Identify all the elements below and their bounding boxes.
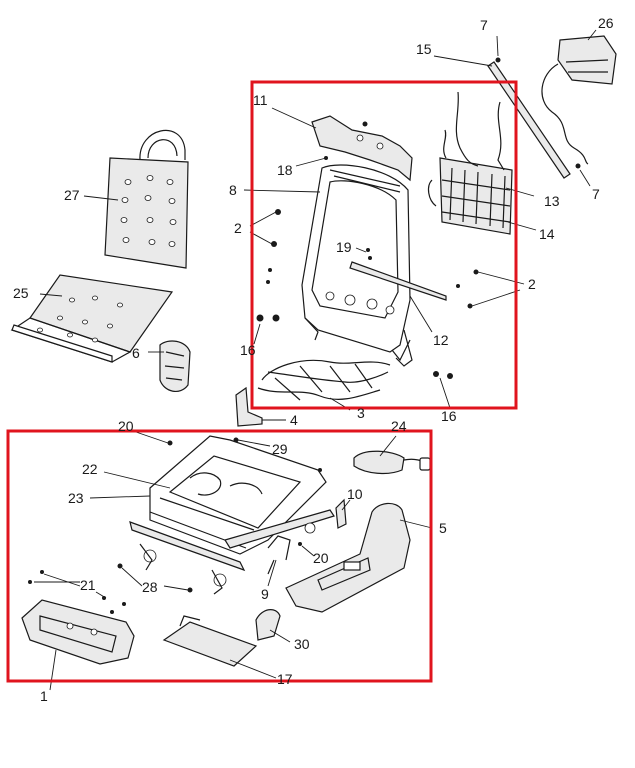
callout-20: 20	[118, 418, 134, 434]
callout-16: 16	[240, 342, 256, 358]
part-25-cushion-pad	[10, 274, 174, 363]
callout-16: 16	[441, 408, 457, 424]
callout-28: 28	[142, 579, 158, 595]
callout-15: 15	[416, 41, 432, 57]
callout-11: 11	[253, 92, 268, 108]
callout-27: 27	[64, 187, 80, 203]
callout-30: 30	[294, 636, 310, 652]
callout-21: 21	[80, 577, 96, 593]
callout-26: 26	[598, 15, 614, 31]
highlight-box-seat-base	[6, 429, 433, 683]
part-4-bracket	[235, 386, 263, 427]
callout-24: 24	[391, 418, 407, 434]
fasteners	[28, 57, 581, 614]
part-14-lumbar-mat	[427, 157, 513, 235]
callout-4: 4	[290, 412, 298, 428]
part-24-switch	[353, 450, 431, 475]
callout-14: 14	[539, 226, 555, 242]
part-5-side-trim	[285, 502, 411, 613]
part-10-bracket	[335, 498, 347, 529]
highlight-box-seatback	[250, 80, 518, 410]
part-22-seat-adjuster	[129, 435, 335, 595]
callout-9: 9	[261, 586, 269, 602]
part-9-bracket	[267, 535, 291, 575]
callout-18: 18	[277, 162, 293, 178]
callout-5: 5	[439, 520, 447, 536]
part-1-base-shield	[21, 599, 135, 665]
callout-12: 12	[433, 332, 449, 348]
callout-3: 3	[357, 405, 365, 421]
part-13-wiring	[443, 91, 505, 171]
callout-22: 22	[82, 461, 98, 477]
part-17-tray	[162, 615, 258, 667]
callout-6: 6	[132, 345, 140, 361]
callout-29: 29	[272, 441, 288, 457]
part-11-headrest-guide	[311, 115, 413, 182]
callout-7: 7	[592, 186, 600, 202]
callout-labels: 1 2 2 3 4 5 6 7 7 8 9 10 11 12 13 14 15 …	[13, 15, 614, 704]
callout-20: 20	[313, 550, 329, 566]
part-26-module	[541, 35, 617, 165]
callout-1: 1	[40, 688, 48, 704]
callout-2: 2	[528, 276, 536, 292]
callout-23: 23	[68, 490, 84, 506]
callout-8: 8	[229, 182, 237, 198]
part-3-springs	[257, 359, 391, 401]
callout-19: 19	[336, 239, 352, 255]
part-8-seatback-frame	[301, 164, 413, 367]
callout-7: 7	[480, 17, 488, 33]
callout-10: 10	[347, 486, 363, 502]
callout-2: 2	[234, 220, 242, 236]
part-30-cover	[255, 609, 281, 641]
leader-lines	[34, 29, 597, 691]
part-15-rod	[487, 61, 571, 179]
part-27-seatback-pad	[104, 129, 189, 269]
callout-25: 25	[13, 285, 29, 301]
callout-13: 13	[544, 193, 560, 209]
part-12-crossbar	[349, 261, 447, 301]
part-6-side-shield	[159, 340, 191, 393]
callout-17: 17	[277, 671, 293, 687]
